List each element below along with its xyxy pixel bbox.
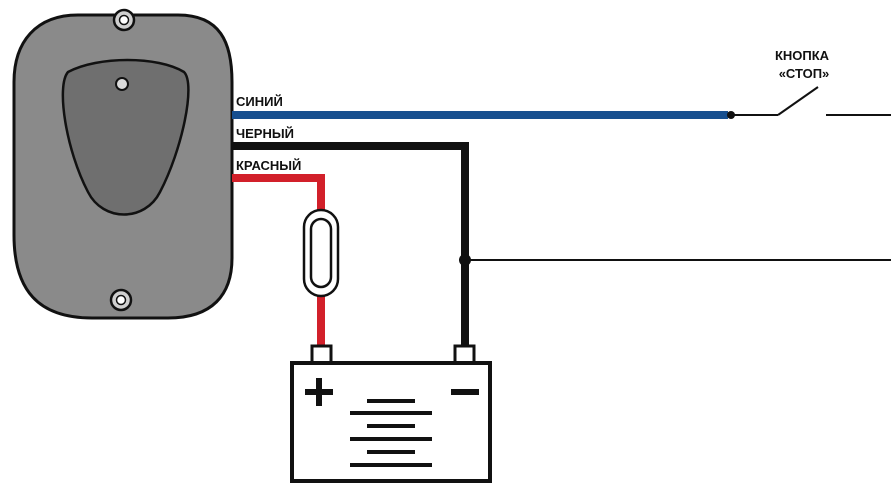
battery-cells-symbol: [350, 399, 432, 467]
battery-plus-sign: [305, 378, 333, 406]
battery-body: [290, 361, 492, 483]
fuse: [302, 208, 340, 298]
battery-positive-terminal: [310, 344, 333, 365]
device-key: [61, 58, 190, 216]
blue-wire-label: СИНИЙ: [236, 94, 283, 109]
black-wire-label: ЧЕРНЫЙ: [236, 126, 294, 141]
stop-button-switch: [727, 86, 891, 119]
battery: [290, 344, 492, 483]
ground-branch: [459, 254, 891, 266]
device-led: [115, 77, 129, 91]
stop-button-label-line2: «СТОП»: [779, 66, 830, 81]
black-wire: [232, 142, 469, 346]
battery-minus-sign: [451, 389, 479, 395]
black-wire-line: [232, 142, 469, 346]
stop-button-label-line1: КНОПКА: [775, 48, 830, 63]
battery-negative-terminal: [453, 344, 476, 365]
control-device: [12, 8, 234, 320]
top-mount-hole: [112, 8, 136, 32]
bottom-mount-hole: [109, 288, 133, 312]
red-wire-label: КРАСНЫЙ: [236, 158, 301, 173]
